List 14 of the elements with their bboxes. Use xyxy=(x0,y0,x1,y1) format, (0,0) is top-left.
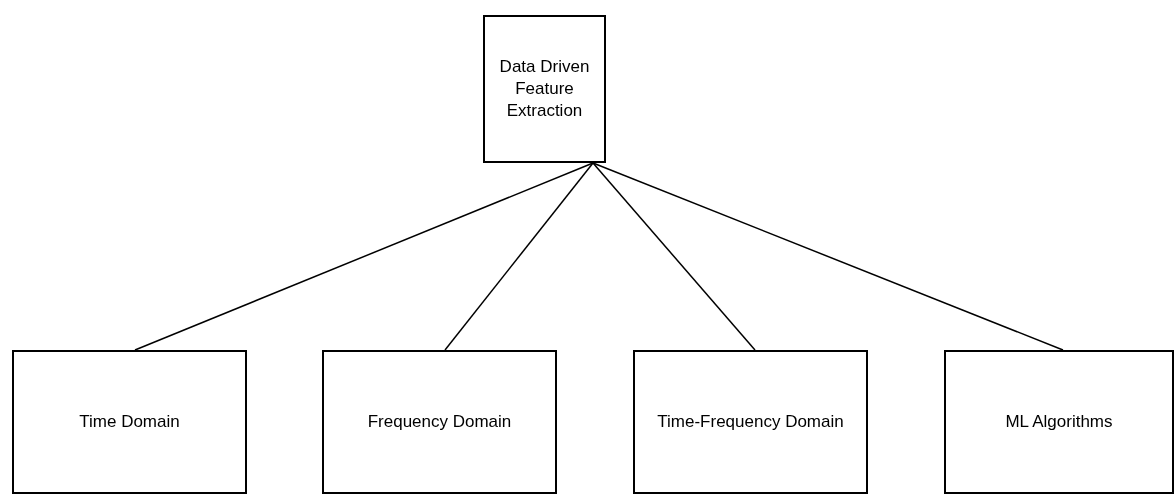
connector-line xyxy=(592,162,1064,351)
connector-line xyxy=(444,162,594,351)
category-box xyxy=(12,350,247,494)
category-box xyxy=(322,350,557,494)
category-box xyxy=(944,350,1174,494)
node-label: Time-Frequency Domain xyxy=(657,411,844,433)
connector-line xyxy=(134,162,594,351)
connector-line xyxy=(592,162,756,351)
node-label: ML Algorithms xyxy=(1005,411,1113,433)
node-label: Time Domain xyxy=(79,411,180,433)
node-label: Frequency Domain xyxy=(367,411,512,433)
category-box xyxy=(633,350,868,494)
root-box xyxy=(483,15,606,163)
node-label: Data Driven Feature Extraction xyxy=(498,56,591,122)
